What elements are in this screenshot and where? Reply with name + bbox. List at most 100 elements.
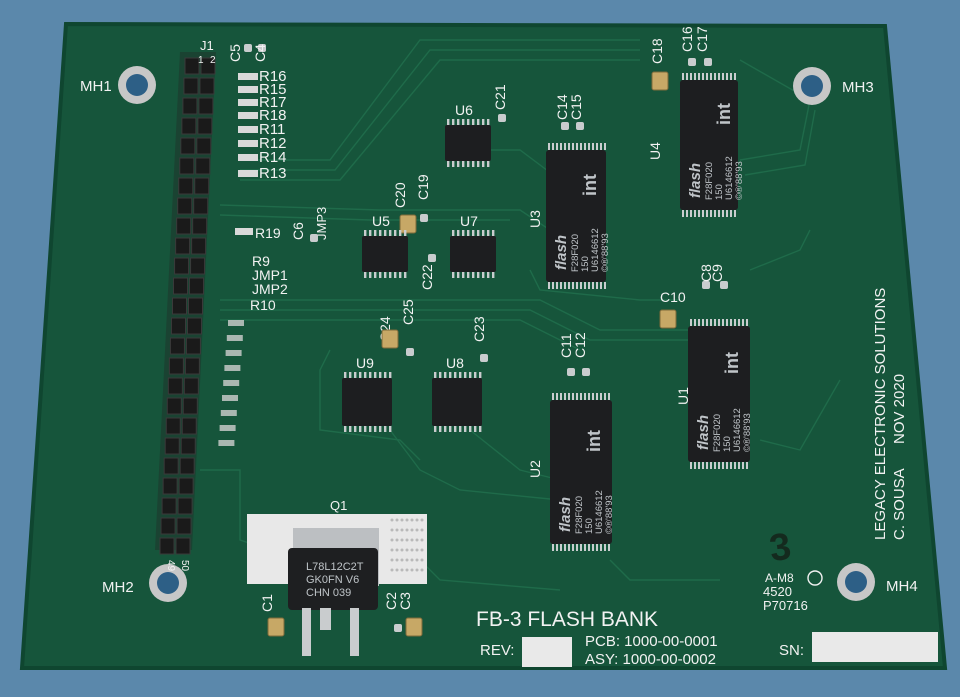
resistor-label: R13 (259, 165, 287, 182)
header-pin (159, 537, 175, 555)
header-pin (183, 377, 199, 395)
header-pin (188, 297, 203, 315)
capacitor (406, 348, 414, 356)
flash-marking: 150 (714, 184, 725, 200)
chip-label: U2 (527, 460, 543, 478)
maker-credit: LEGACY ELECTRONIC SOLUTIONS C. SOUSA NOV… (872, 288, 908, 540)
capacitor (480, 354, 488, 362)
header-pin (162, 477, 178, 495)
date-code: 4520 (763, 584, 792, 599)
capacitor-label: C20 (392, 182, 408, 208)
capacitor (428, 254, 436, 262)
header-pin (172, 297, 187, 315)
logic-chip: U9 (342, 355, 392, 432)
capacitor (498, 114, 506, 122)
header-pin (160, 517, 176, 535)
header-pin (183, 77, 199, 95)
flash-marking: 150 (722, 436, 733, 452)
logic-chip: U5 (362, 213, 408, 278)
capacitor-label: C11 (558, 333, 574, 358)
header-pin (190, 257, 206, 275)
header-pin (164, 437, 180, 455)
flash-marking: U6146612 (594, 490, 605, 534)
pin-header-j1: J1 1 2 49 50 (155, 38, 216, 572)
capacitor-label: C16 (679, 26, 695, 52)
header-pin (169, 337, 185, 355)
logic-chip: U6 (445, 102, 491, 167)
header-pin (161, 497, 177, 515)
capacitor (651, 71, 669, 91)
resistor (238, 154, 258, 161)
pcb-number: PCB: 1000-00-0001 (585, 633, 718, 650)
resistor (218, 440, 235, 446)
capacitor-label: C23 (471, 316, 487, 342)
resistor-label: R19 (255, 225, 281, 241)
header-pin (163, 457, 179, 475)
capacitor (702, 281, 710, 289)
capacitor-label: C3 (397, 592, 413, 610)
header-pin (196, 137, 212, 155)
regulator-label: Q1 (330, 498, 347, 513)
cert-mark: A-M8 (765, 571, 794, 585)
flash-marking: ©®'88'93 (734, 161, 745, 200)
capacitor-label: C22 (419, 264, 435, 290)
header-pin (193, 197, 209, 215)
header-pin (194, 177, 210, 195)
resistor-label: R11 (259, 121, 285, 138)
header-pin (173, 277, 189, 295)
header-pin (182, 397, 198, 415)
capacitor-label: C19 (415, 174, 431, 200)
flash-marking: ©®'88'93 (604, 495, 615, 534)
header-pin (175, 537, 191, 555)
header-pin (180, 137, 196, 155)
flash-logo: flash (557, 497, 574, 532)
resistor (238, 140, 258, 147)
header-pin (175, 237, 191, 255)
mounting-hole-mh1: MH1 (80, 66, 156, 104)
capacitor-label: C12 (572, 332, 588, 358)
resistor-label: R16 (259, 68, 287, 85)
header-pin (176, 217, 192, 235)
svg-text:MH4: MH4 (886, 578, 918, 595)
flash-logo: flash (695, 415, 712, 450)
header-label: J1 (200, 38, 214, 53)
header-pin (192, 217, 208, 235)
capacitor-label: C9 (709, 264, 725, 282)
jumper-label: JMP2 (252, 281, 288, 297)
chip-label: U9 (356, 355, 374, 371)
svg-text:49: 49 (165, 560, 176, 572)
chip-label: U8 (446, 355, 464, 371)
flash-marking: 150 (584, 518, 595, 534)
intel-logo: int (714, 103, 734, 125)
logic-chip: U8 (432, 355, 482, 432)
flash-marking: U6146612 (724, 156, 735, 200)
capacitor (704, 58, 712, 66)
header-pin (197, 117, 213, 135)
capacitor-label: C17 (694, 26, 710, 52)
svg-text:L78L12C2T: L78L12C2T (306, 561, 364, 573)
resistor (220, 410, 237, 416)
header-pin (176, 517, 192, 535)
jumper-label: JMP3 (314, 207, 329, 240)
flash-logo: flash (687, 163, 704, 198)
resistor (224, 365, 241, 371)
resistor-label: R12 (259, 135, 287, 152)
resistor-label: R10 (250, 297, 276, 313)
resistor (225, 350, 242, 356)
sn-label: SN: (779, 642, 804, 659)
chip-label: U7 (460, 213, 478, 229)
logic-chip: U7 (450, 213, 496, 278)
capacitor (381, 329, 399, 349)
flash-marking: 150 (580, 256, 591, 272)
flash-marking: F28F020 (704, 162, 715, 200)
capacitor-label: C1 (259, 594, 275, 612)
header-pin (191, 237, 207, 255)
resistor (238, 86, 258, 93)
capacitor-label: C18 (649, 38, 665, 64)
header-pin (182, 97, 198, 115)
